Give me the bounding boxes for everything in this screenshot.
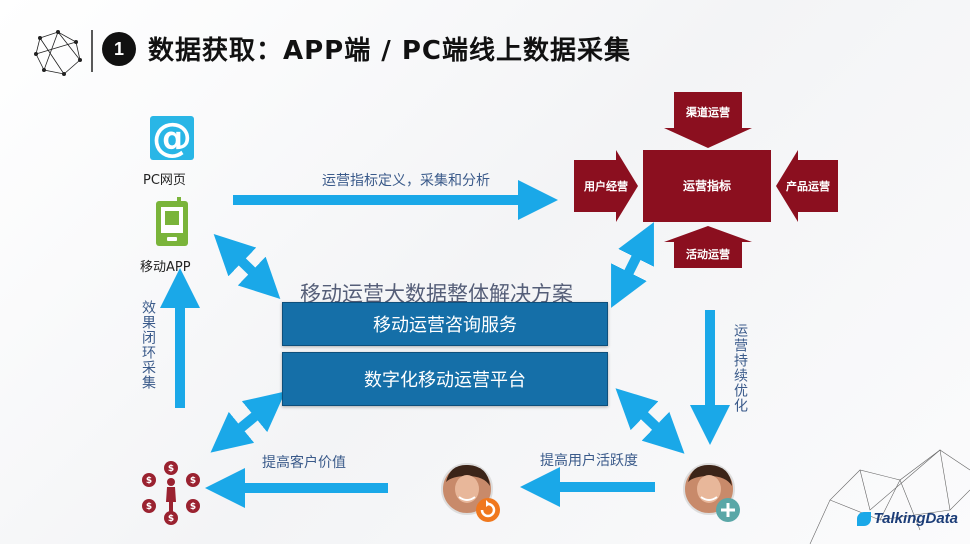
top-arrow-label: 运营指标定义，采集和分析 [322,173,490,189]
user-avatar-add [683,463,740,522]
bottom-right-label: 提高用户活跃度 [540,453,638,469]
money-cycle-icon: $ $ $ $ $ $ [142,461,200,525]
mobile-phone-icon [156,197,188,246]
at-icon: @ [150,115,194,161]
metric-bottom-label: 活动运营 [686,247,730,261]
metric-left-label: 用户经营 [584,179,628,193]
arrow-solution-bottomleft [210,391,286,453]
metric-center-box [643,150,771,222]
pc-web-label: PC网页 [143,173,186,188]
digital-platform-bar: 数字化移动运营平台 [282,352,608,406]
arrow-solution-bottomright [615,388,685,454]
page-title: 数据获取：APP端 / PC端线上数据采集 [148,36,631,66]
svg-text:$: $ [168,464,174,474]
right-vertical-label: 运营持续优化 [732,323,748,413]
metric-right-label: 产品运营 [786,179,830,193]
svg-text:$: $ [190,476,196,486]
svg-text:$: $ [168,514,174,524]
left-vertical-label: 效果闭环采集 [140,300,156,390]
user-avatar-refresh [441,463,500,522]
step-number-badge: 1 [102,32,136,66]
metric-left-arrow [574,150,638,222]
consulting-service-bar: 移动运营咨询服务 [282,302,608,346]
brand-logo: TalkingData [856,510,958,527]
arrow-metrics-solution [611,222,654,308]
metric-bottom-arrow [664,226,752,268]
arrow-app-solution [213,234,281,299]
svg-text:$: $ [146,502,152,512]
svg-text:$: $ [146,476,152,486]
metric-top-arrow [664,92,752,148]
metric-center-label: 运营指标 [683,178,731,193]
brand-leaf-icon [856,512,871,527]
metric-right-arrow [776,150,838,222]
metrics-cluster: 运营指标 渠道运营 用户经营 产品运营 活动运营 [574,92,838,268]
svg-text:$: $ [190,502,196,512]
bottom-left-label: 提高客户价值 [262,455,346,471]
metric-top-label: 渠道运营 [686,105,730,119]
